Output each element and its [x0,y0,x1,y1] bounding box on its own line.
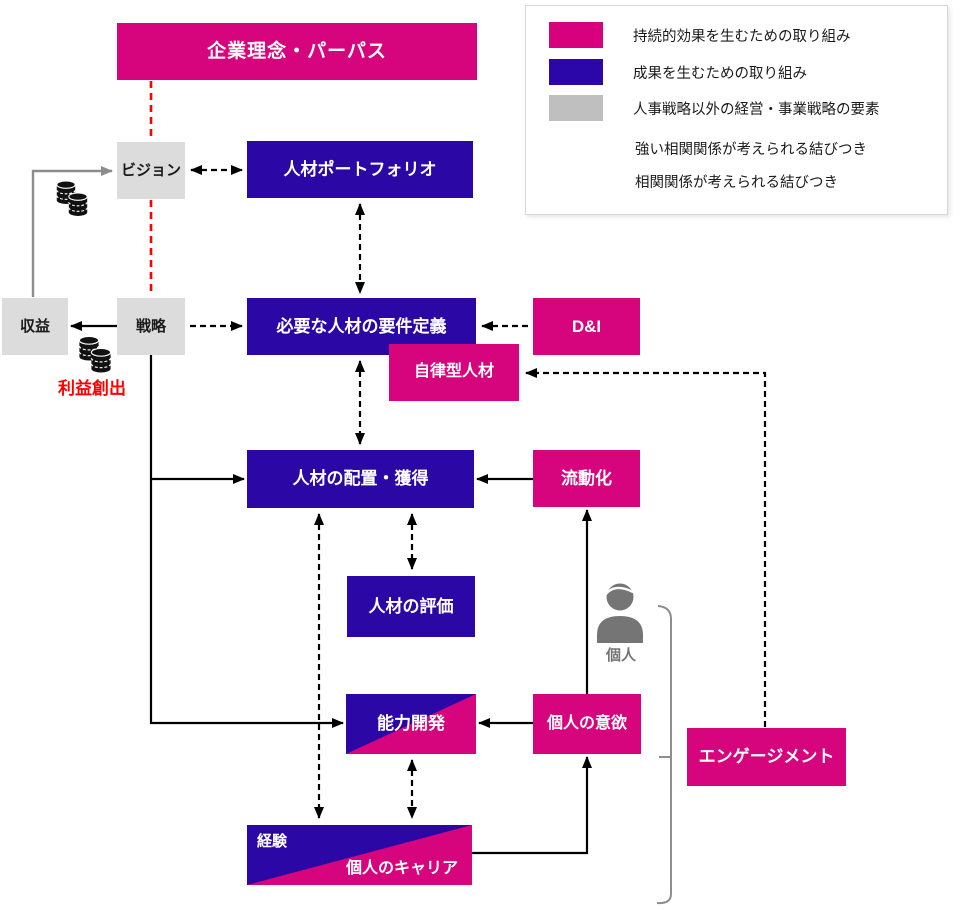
arrow-strategy-trunk-to-capability [149,355,344,728]
capability-label: 能力開発 [377,714,445,734]
magenta-swatch-icon [549,22,603,48]
node-engagement: エンゲージメント [687,728,846,786]
node-talent-deployment: 人材の配置・獲得 [247,450,474,508]
legend-panel: 持続的効果を生むための取り組み 成果を生むための取り組み 人事戦略以外の経営・事… [525,5,948,215]
legend-item-strong-link: 強い相関関係が考えられる結びつき [549,138,867,159]
gray-swatch-icon [549,95,603,121]
dashed-arrows [190,165,767,819]
node-talent-portfolio: 人材ポートフォリオ [247,141,473,198]
legend-item-sustained: 持続的効果を生むための取り組み [549,22,851,48]
node-personal-motivation: 個人の意欲 [533,694,641,754]
arrow-engagement-to-autonomous [525,368,767,727]
legend-item-link: 相関関係が考えられる結びつき [549,171,838,192]
node-strategy: 戦略 [117,298,185,355]
node-autonomous-talent: 自律型人材 [389,344,519,401]
person-icon [597,583,643,643]
experience-label: 経験 [257,833,288,850]
career-label: 個人のキャリア [345,859,458,877]
node-fluidity: 流動化 [533,450,640,507]
arrow-career-to-motivation [472,756,592,855]
profit-creation-label: 利益創出 [58,379,126,398]
node-talent-evaluation: 人材の評価 [347,576,475,637]
group-bracket [656,605,672,905]
node-capability-development: 能力開発 [346,694,476,754]
legend-label: 持続的効果を生むための取り組み [633,28,851,45]
legend-label: 成果を生むための取り組み [633,65,807,82]
solid-arrows [70,321,592,855]
individual-label: 個人 [605,647,636,664]
legend-item-results: 成果を生むための取り組み [549,59,807,85]
node-corporate-philosophy: 企業理念・パーパス [117,23,477,80]
legend-item-non-hr: 人事戦略以外の経営・事業戦略の要素 [549,95,880,121]
node-dni: D&I [533,298,640,355]
legend-label: 人事戦略以外の経営・事業戦略の要素 [633,101,880,118]
solid-arrow-icon [549,142,603,156]
dashed-arrow-icon [549,175,603,189]
coins-icon-vision [56,180,88,217]
legend-label: 相関関係が考えられる結びつき [635,175,838,191]
node-vision: ビジョン [117,142,185,199]
node-experience-career: 経験 個人のキャリア [247,825,472,885]
coins-icon-profit [78,335,112,374]
legend-label: 強い相関関係が考えられる結びつき [635,142,867,158]
arrow-revenue-to-vision [31,166,113,297]
blue-swatch-icon [549,59,603,85]
node-revenue: 収益 [2,298,68,355]
